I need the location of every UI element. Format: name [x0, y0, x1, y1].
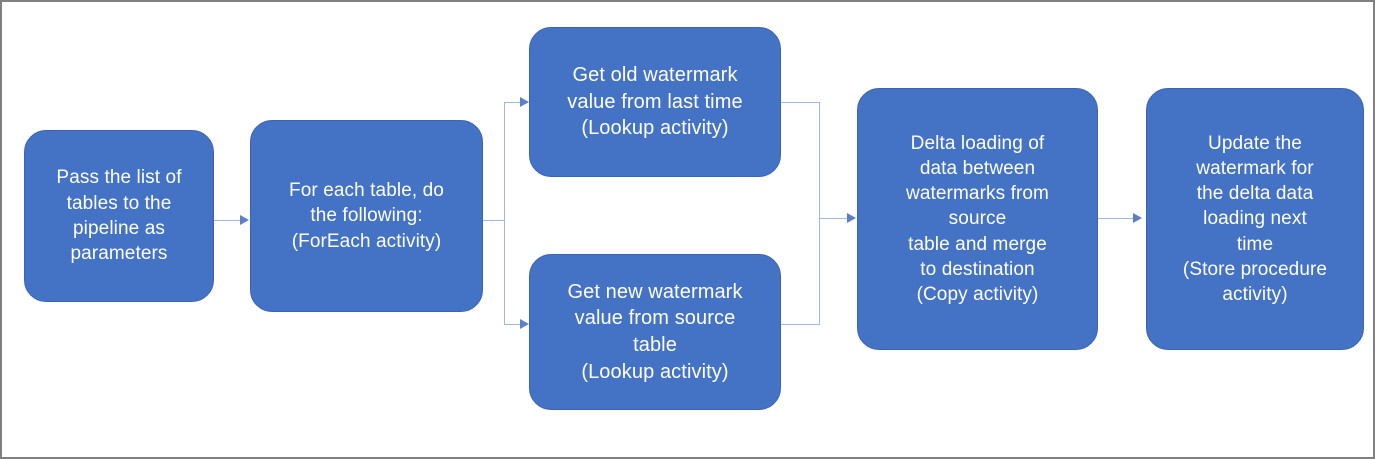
- edge-foreach-branch-riser: [504, 102, 505, 324]
- edge-old-watermark-to-merge: [780, 102, 820, 103]
- arrowhead-foreach-to-old-watermark: [520, 97, 529, 107]
- node-get-old-watermark[interactable]: Get old watermark value from last time (…: [529, 27, 781, 177]
- edge-foreach-to-old-watermark: [504, 102, 524, 103]
- edge-delta-loading-to-update: [1098, 218, 1140, 219]
- arrowhead-pass-to-foreach: [240, 215, 249, 225]
- edge-pass-to-foreach: [214, 220, 242, 221]
- node-for-each-table-label: For each table, do the following: (ForEa…: [289, 180, 444, 252]
- node-for-each-table[interactable]: For each table, do the following: (ForEa…: [250, 120, 483, 312]
- edge-foreach-branch-stem: [483, 220, 505, 221]
- edge-merge-collector: [819, 102, 820, 324]
- node-get-old-watermark-label: Get old watermark value from last time (…: [567, 64, 743, 140]
- node-update-watermark-label: Update the watermark for the delta data …: [1182, 132, 1328, 306]
- node-get-new-watermark[interactable]: Get new watermark value from source tabl…: [529, 254, 781, 410]
- edge-merge-to-delta-loading: [819, 218, 854, 219]
- node-delta-loading-label: Delta loading of data between watermarks…: [906, 132, 1049, 306]
- arrowhead-delta-loading-to-update: [1133, 213, 1142, 223]
- node-pass-list-of-tables-label: Pass the list of tables to the pipeline …: [56, 167, 182, 265]
- edge-new-watermark-to-merge: [780, 324, 820, 325]
- node-get-new-watermark-label: Get new watermark value from source tabl…: [567, 280, 743, 383]
- edge-foreach-to-new-watermark: [504, 324, 524, 325]
- arrowhead-foreach-to-new-watermark: [520, 319, 529, 329]
- node-delta-loading[interactable]: Delta loading of data between watermarks…: [857, 88, 1098, 350]
- arrowhead-merge-to-delta-loading: [847, 213, 856, 223]
- node-update-watermark[interactable]: Update the watermark for the delta data …: [1146, 88, 1364, 350]
- node-pass-list-of-tables[interactable]: Pass the list of tables to the pipeline …: [24, 130, 214, 302]
